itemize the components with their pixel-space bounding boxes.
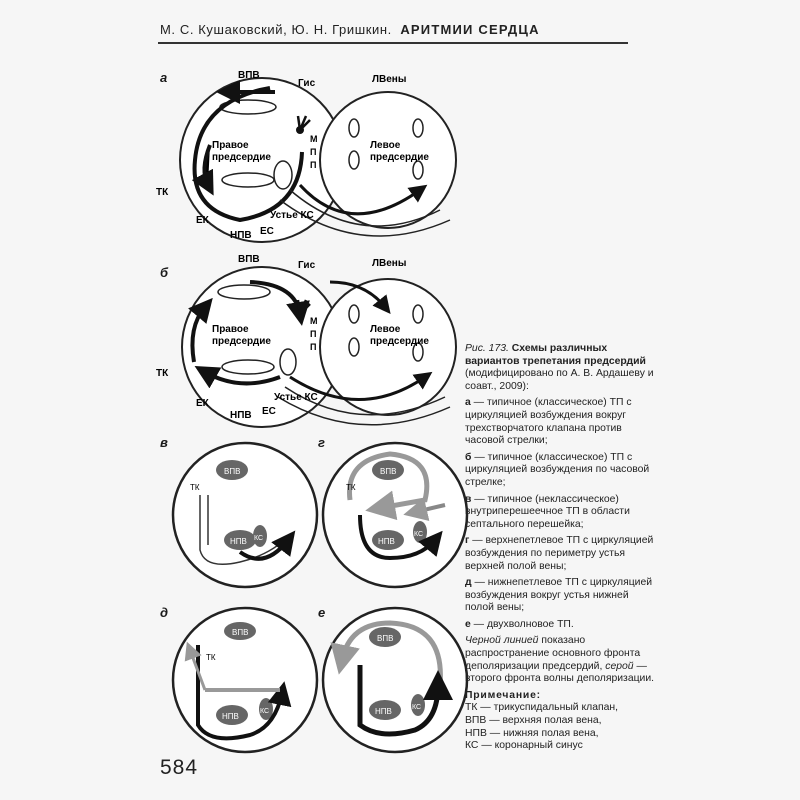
label-lveny: ЛВены	[372, 74, 406, 85]
panel-g-diagram: ВПВ ТК НПВ КС	[321, 441, 469, 589]
reentry-loop	[192, 86, 304, 223]
note-title: Примечание:	[465, 689, 541, 701]
panel-d-diagram: ВПВ ТК НПВ КС	[171, 606, 319, 754]
svg-text:ТК: ТК	[346, 483, 356, 492]
svg-text:предсердие: предсердие	[370, 152, 429, 163]
svg-text:КС: КС	[414, 531, 423, 538]
svg-text:КС: КС	[412, 704, 421, 711]
caption-item: а — типичное (классическое) ТП с циркуля…	[465, 397, 632, 447]
caption-item: г — верхнепетлевое ТП с циркуляцией возб…	[465, 535, 654, 572]
svg-text:ВПВ: ВПВ	[377, 634, 393, 643]
svg-text:ЕК: ЕК	[196, 215, 210, 226]
page-number: 584	[160, 756, 199, 779]
svg-text:ТК: ТК	[156, 187, 169, 198]
svg-text:Правое: Правое	[212, 324, 249, 335]
figure-caption: Рис. 173. Схемы различных вариантов треп…	[465, 343, 655, 753]
svg-text:ТК: ТК	[156, 368, 169, 379]
svg-text:НПВ: НПВ	[378, 537, 395, 546]
svg-text:НПВ: НПВ	[222, 712, 239, 721]
svg-text:Устье КС: Устье КС	[270, 210, 314, 221]
svg-text:НПВ: НПВ	[230, 230, 252, 241]
svg-text:предсердие: предсердие	[212, 152, 271, 163]
svg-text:Левое: Левое	[370, 324, 401, 335]
caption-item: в — типичное (неклассическое) внутрипере…	[465, 493, 630, 530]
panel-b-letter: б	[160, 265, 169, 280]
note-line: НПВ — нижняя полая вена,	[465, 727, 599, 739]
note-line: ТК — трикуспидальный клапан,	[465, 702, 619, 714]
svg-text:М: М	[310, 134, 318, 144]
svg-text:КС: КС	[260, 708, 269, 715]
caption-items: а — типичное (классическое) ТП с циркуля…	[465, 397, 655, 631]
panel-v-letter: в	[160, 435, 168, 450]
svg-text:ЕК: ЕК	[196, 398, 210, 409]
note-line: КС — коронарный синус	[465, 740, 583, 752]
pulmonary-vein-1	[348, 118, 360, 138]
pulmonary-vein-3	[348, 150, 360, 170]
svg-text:предсердие: предсердие	[370, 336, 429, 347]
header-authors: М. С. Кушаковский, Ю. Н. Гришкин.	[160, 22, 392, 37]
running-header: М. С. Кушаковский, Ю. Н. Гришкин. АРИТМИ…	[160, 22, 540, 37]
panel-b-diagram: ВПВ Гис ЛВены М П П Правое предсердие Ле…	[156, 254, 457, 428]
caption-legend: Черной линией показано распространение о…	[465, 635, 655, 685]
svg-text:П: П	[310, 147, 316, 157]
svg-text:П: П	[310, 329, 316, 339]
panel-g-letter: г	[318, 435, 325, 450]
figure-title-note: (модифицировано по А. В. Ардашеву и соав…	[465, 368, 654, 392]
svg-text:ВПВ: ВПВ	[224, 467, 240, 476]
label-gis: Гис	[298, 78, 316, 89]
svg-text:ЛВены: ЛВены	[372, 258, 406, 269]
ivc	[224, 530, 256, 550]
svg-text:ЕС: ЕС	[262, 406, 276, 417]
header-rule	[158, 42, 628, 44]
header-book-title: АРИТМИИ СЕРДЦА	[400, 22, 540, 37]
svg-text:ВПВ: ВПВ	[380, 467, 396, 476]
svg-text:П: П	[310, 342, 316, 352]
note-line: ВПВ — верхняя полая вена,	[465, 715, 602, 727]
panel-e-diagram: ВПВ НПВ КС	[321, 606, 469, 754]
panel-e-letter: е	[318, 605, 326, 620]
svg-text:Гис: Гис	[298, 260, 316, 271]
caption-item: б — типичное (классическое) ТП с циркуля…	[465, 451, 650, 488]
cs	[253, 525, 267, 547]
svg-text:предсердие: предсердие	[212, 336, 271, 347]
svg-text:М: М	[310, 316, 318, 326]
pulmonary-vein-2	[412, 118, 424, 138]
svg-text:П: П	[310, 160, 316, 170]
label-vpv: ВПВ	[238, 70, 260, 81]
svg-text:Правое: Правое	[212, 140, 249, 151]
svg-text:КС: КС	[254, 535, 263, 542]
panel-a-diagram: ВПВ Гис ЛВены М П П Правое предсердие Ле…	[156, 70, 457, 243]
panel-d-letter: д	[160, 605, 169, 620]
panel-v-diagram: ВПВ ТК НПВ КС	[171, 441, 319, 589]
pulmonary-vein-4	[412, 160, 424, 180]
cs-ostium	[273, 160, 293, 190]
panel-a-letter: а	[160, 70, 168, 85]
svg-text:Устье КС: Устье КС	[274, 392, 318, 403]
conduction-arrow	[298, 183, 428, 216]
svg-text:ВПВ: ВПВ	[232, 628, 248, 637]
caption-item: д — нижнепетлевое ТП с циркуляцией возбу…	[465, 577, 653, 614]
svg-text:НПВ: НПВ	[230, 410, 252, 421]
figure-number: Рис. 173.	[465, 343, 509, 354]
svg-text:ТК: ТК	[206, 653, 216, 662]
svg-text:Левое: Левое	[370, 140, 401, 151]
svg-text:ЕС: ЕС	[260, 226, 274, 237]
svg-text:НПВ: НПВ	[375, 707, 392, 716]
svg-text:ТК: ТК	[190, 483, 200, 492]
figure-title: Схемы различных вариантов трепетания пре…	[465, 343, 646, 367]
svc	[216, 460, 248, 480]
svg-text:НПВ: НПВ	[230, 537, 247, 546]
svg-text:ВПВ: ВПВ	[238, 254, 260, 265]
caption-item: е — двухволновое ТП.	[465, 618, 574, 630]
